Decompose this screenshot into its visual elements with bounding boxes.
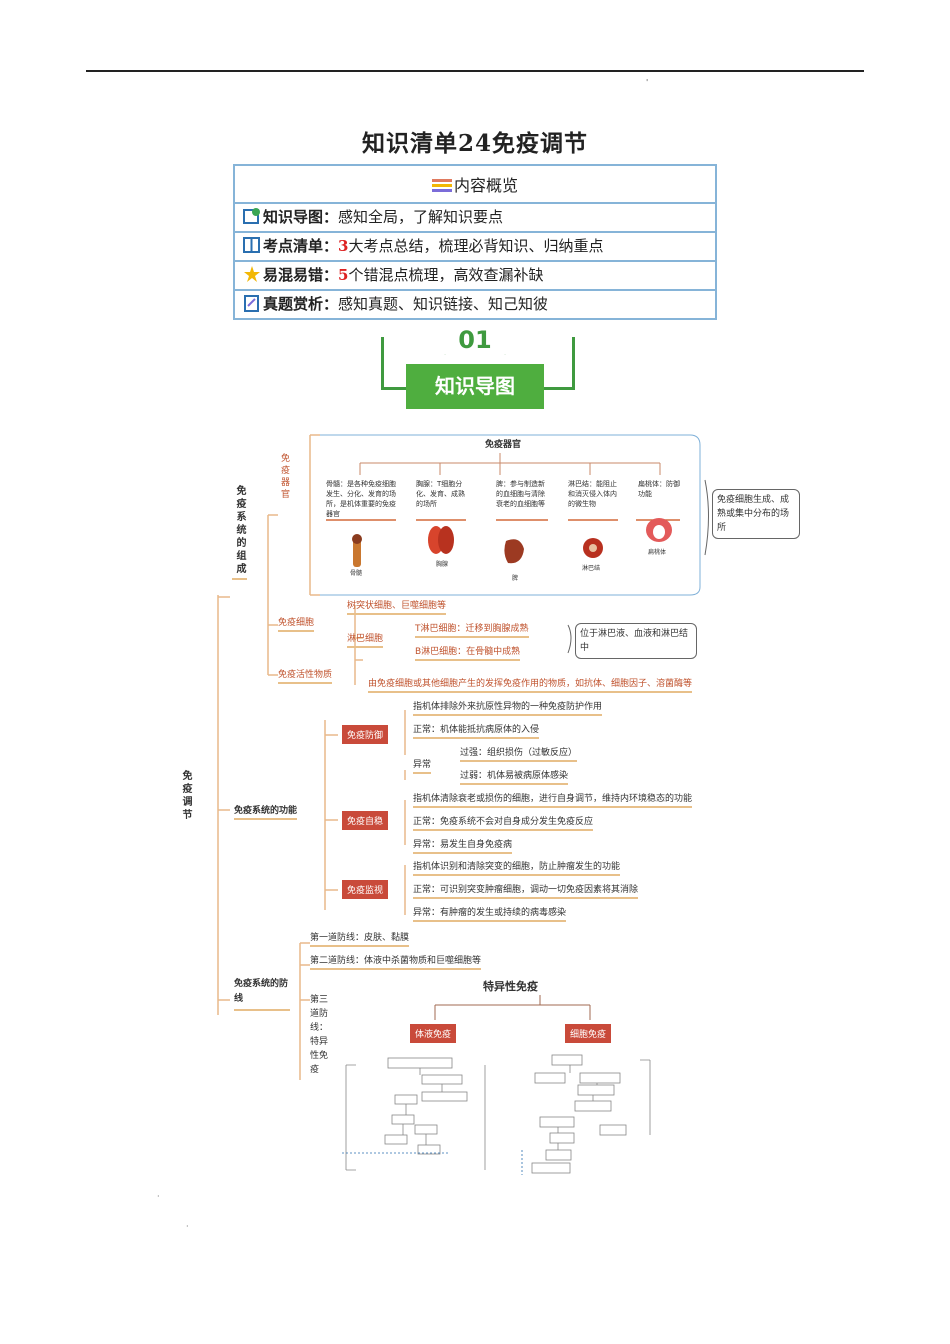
- organs-label: 免疫器官: [279, 453, 289, 501]
- branch-function: 免疫系统的功能: [234, 803, 298, 820]
- bone-marrow-image: [352, 534, 362, 567]
- row-label: 易混易错：: [263, 266, 339, 284]
- cells-myeloid: 树突状细胞、巨噬细胞等: [347, 598, 447, 615]
- mind-map-lines: [217, 434, 709, 1175]
- organ-desc: 淋巴结：能阻止和消灭侵入体内的微生物: [568, 480, 617, 508]
- humoral-label: 体液免疫: [410, 1024, 457, 1043]
- overview-row: 考点清单：3大考点总结，梳理必背知识、归纳重点: [233, 231, 717, 262]
- organs-box-title: 免疫器官: [485, 440, 522, 450]
- active-label: 免疫活性物质: [278, 667, 333, 684]
- cells-t: T淋巴细胞：迁移到胸腺成熟: [415, 621, 529, 638]
- defense-abnormal: 异常: [413, 757, 432, 774]
- cells-b: B淋巴细胞：在骨髓中成熟: [415, 644, 521, 661]
- overview-row: 知识导图：感知全局，了解知识要点: [233, 202, 717, 233]
- cells-label: 免疫细胞: [278, 615, 315, 632]
- cellular-label: 细胞免疫: [565, 1024, 612, 1043]
- row-text: 大考点总结，梳理必背知识、归纳重点: [348, 237, 604, 255]
- tonsil-image: [646, 518, 672, 542]
- list-icon: [431, 177, 452, 196]
- cells-lymphocyte: 淋巴细胞: [347, 631, 384, 648]
- organ-desc: 胸腺：T细胞分化、发育、成熟的场所: [416, 480, 465, 508]
- header-mark: ': [646, 78, 649, 87]
- active-text: 由免疫细胞或其他细胞产生的发挥免疫作用的物质，如抗体、细胞因子、溶菌酶等: [368, 676, 693, 693]
- stable-def: 指机体清除衰老或损伤的细胞，进行自身调节，维持内环境稳态的功能: [413, 791, 693, 808]
- stable-normal: 正常：免疫系统不会对自身成分发生免疫反应: [413, 814, 594, 831]
- specific-title: 特异性免疫: [483, 980, 538, 993]
- clipboard-icon: [243, 294, 261, 316]
- page-title: 知识清单24免疫调节: [361, 130, 588, 157]
- monitor-def: 指机体识别和清除突变的细胞，防止肿瘤发生的功能: [413, 859, 621, 876]
- overview-row: 真题赏析：感知真题、知识链接、知己知彼: [233, 289, 717, 320]
- monitor-abnormal: 异常：有肿瘤的发生或持续的病毒感染: [413, 905, 567, 922]
- defense-normal: 正常：机体能抵抗病原体的入侵: [413, 722, 540, 739]
- defense-def: 指机体排除外来抗原性异物的一种免疫防护作用: [413, 699, 603, 716]
- book-icon: [243, 236, 261, 258]
- branch-defense-lines: 免疫系统的防线: [234, 977, 290, 1011]
- row-text: 感知真题、知识链接、知己知彼: [338, 295, 549, 313]
- overview-heading: 内容概览: [453, 176, 518, 195]
- defense-label: 免疫防御: [342, 725, 389, 744]
- branch-composition: 免疫系统的组成: [232, 485, 247, 580]
- row-label: 知识导图：: [263, 208, 339, 226]
- mind-map: 免疫调节 免疫系统的组成 免疫器官 免疫器官 骨髓：是各种免疫细胞发生、分化、发…: [160, 425, 800, 1195]
- footer-dot: ·: [157, 1192, 160, 1201]
- organ-image-label: 胸腺: [436, 561, 449, 568]
- stable-abnormal: 异常：易发生自身免疫病: [413, 837, 513, 854]
- defense-strong: 过强：组织损伤（过敏反应）: [460, 745, 578, 762]
- monitor-normal: 正常：可识别突变肿瘤细胞，调动一切免疫因素将其消除: [413, 882, 639, 899]
- lymph-node-image: [583, 538, 603, 558]
- organ-desc: 扁桃体：防御功能: [638, 480, 680, 498]
- row-label: 考点清单：: [263, 237, 339, 255]
- organ-image-label: 淋巴结: [582, 565, 601, 572]
- section-title: 知识导图: [406, 364, 544, 409]
- monitor-label: 免疫监视: [342, 880, 389, 899]
- footer-dot: ·: [186, 1222, 189, 1231]
- header-rule: [86, 70, 864, 72]
- organs-note: 免疫细胞生成、成熟或集中分布的场所: [712, 489, 800, 539]
- organ-desc: 骨髓：是各种免疫细胞发生、分化、发育的场所，是机体重要的免疫器官: [326, 480, 396, 518]
- map-icon: [243, 207, 261, 229]
- section-number: 01: [440, 326, 510, 354]
- cells-note: 位于淋巴液、血液和淋巴结中: [575, 623, 697, 659]
- second-line: 第二道防线：体液中杀菌物质和巨噬细胞等: [310, 953, 482, 970]
- defense-weak: 过弱：机体易被病原体感染: [460, 768, 569, 785]
- row-label: 真题赏析：: [263, 295, 339, 313]
- first-line: 第一道防线：皮肤、黏膜: [310, 930, 410, 947]
- organ-image-label: 扁桃体: [648, 549, 667, 556]
- row-number: 5: [338, 266, 349, 284]
- overview-row: 易混易错：5个错混点梳理，高效查漏补缺: [233, 260, 717, 291]
- organ-image-label: 脾: [512, 575, 519, 582]
- overview-heading-cell: 内容概览: [233, 164, 717, 204]
- row-text: 感知全局，了解知识要点: [338, 208, 504, 226]
- overview-table: 内容概览 知识导图：感知全局，了解知识要点 考点清单：3大考点总结，梳理必背知识…: [233, 164, 717, 320]
- organ-desc: 脾：参与制造新的血细胞与清除衰老的血细胞等: [496, 480, 545, 508]
- row-text: 个错混点梳理，高效查漏补缺: [348, 266, 544, 284]
- organ-image-label: 骨髓: [350, 570, 363, 577]
- third-line: 第三道防线：特异性免疫: [310, 995, 329, 1075]
- spleen-image: [504, 539, 524, 564]
- star-icon: [243, 265, 261, 287]
- mind-map-root: 免疫调节: [180, 770, 191, 822]
- row-number: 3: [338, 237, 349, 255]
- stable-label: 免疫自稳: [342, 811, 389, 830]
- thymus-image: [428, 526, 454, 554]
